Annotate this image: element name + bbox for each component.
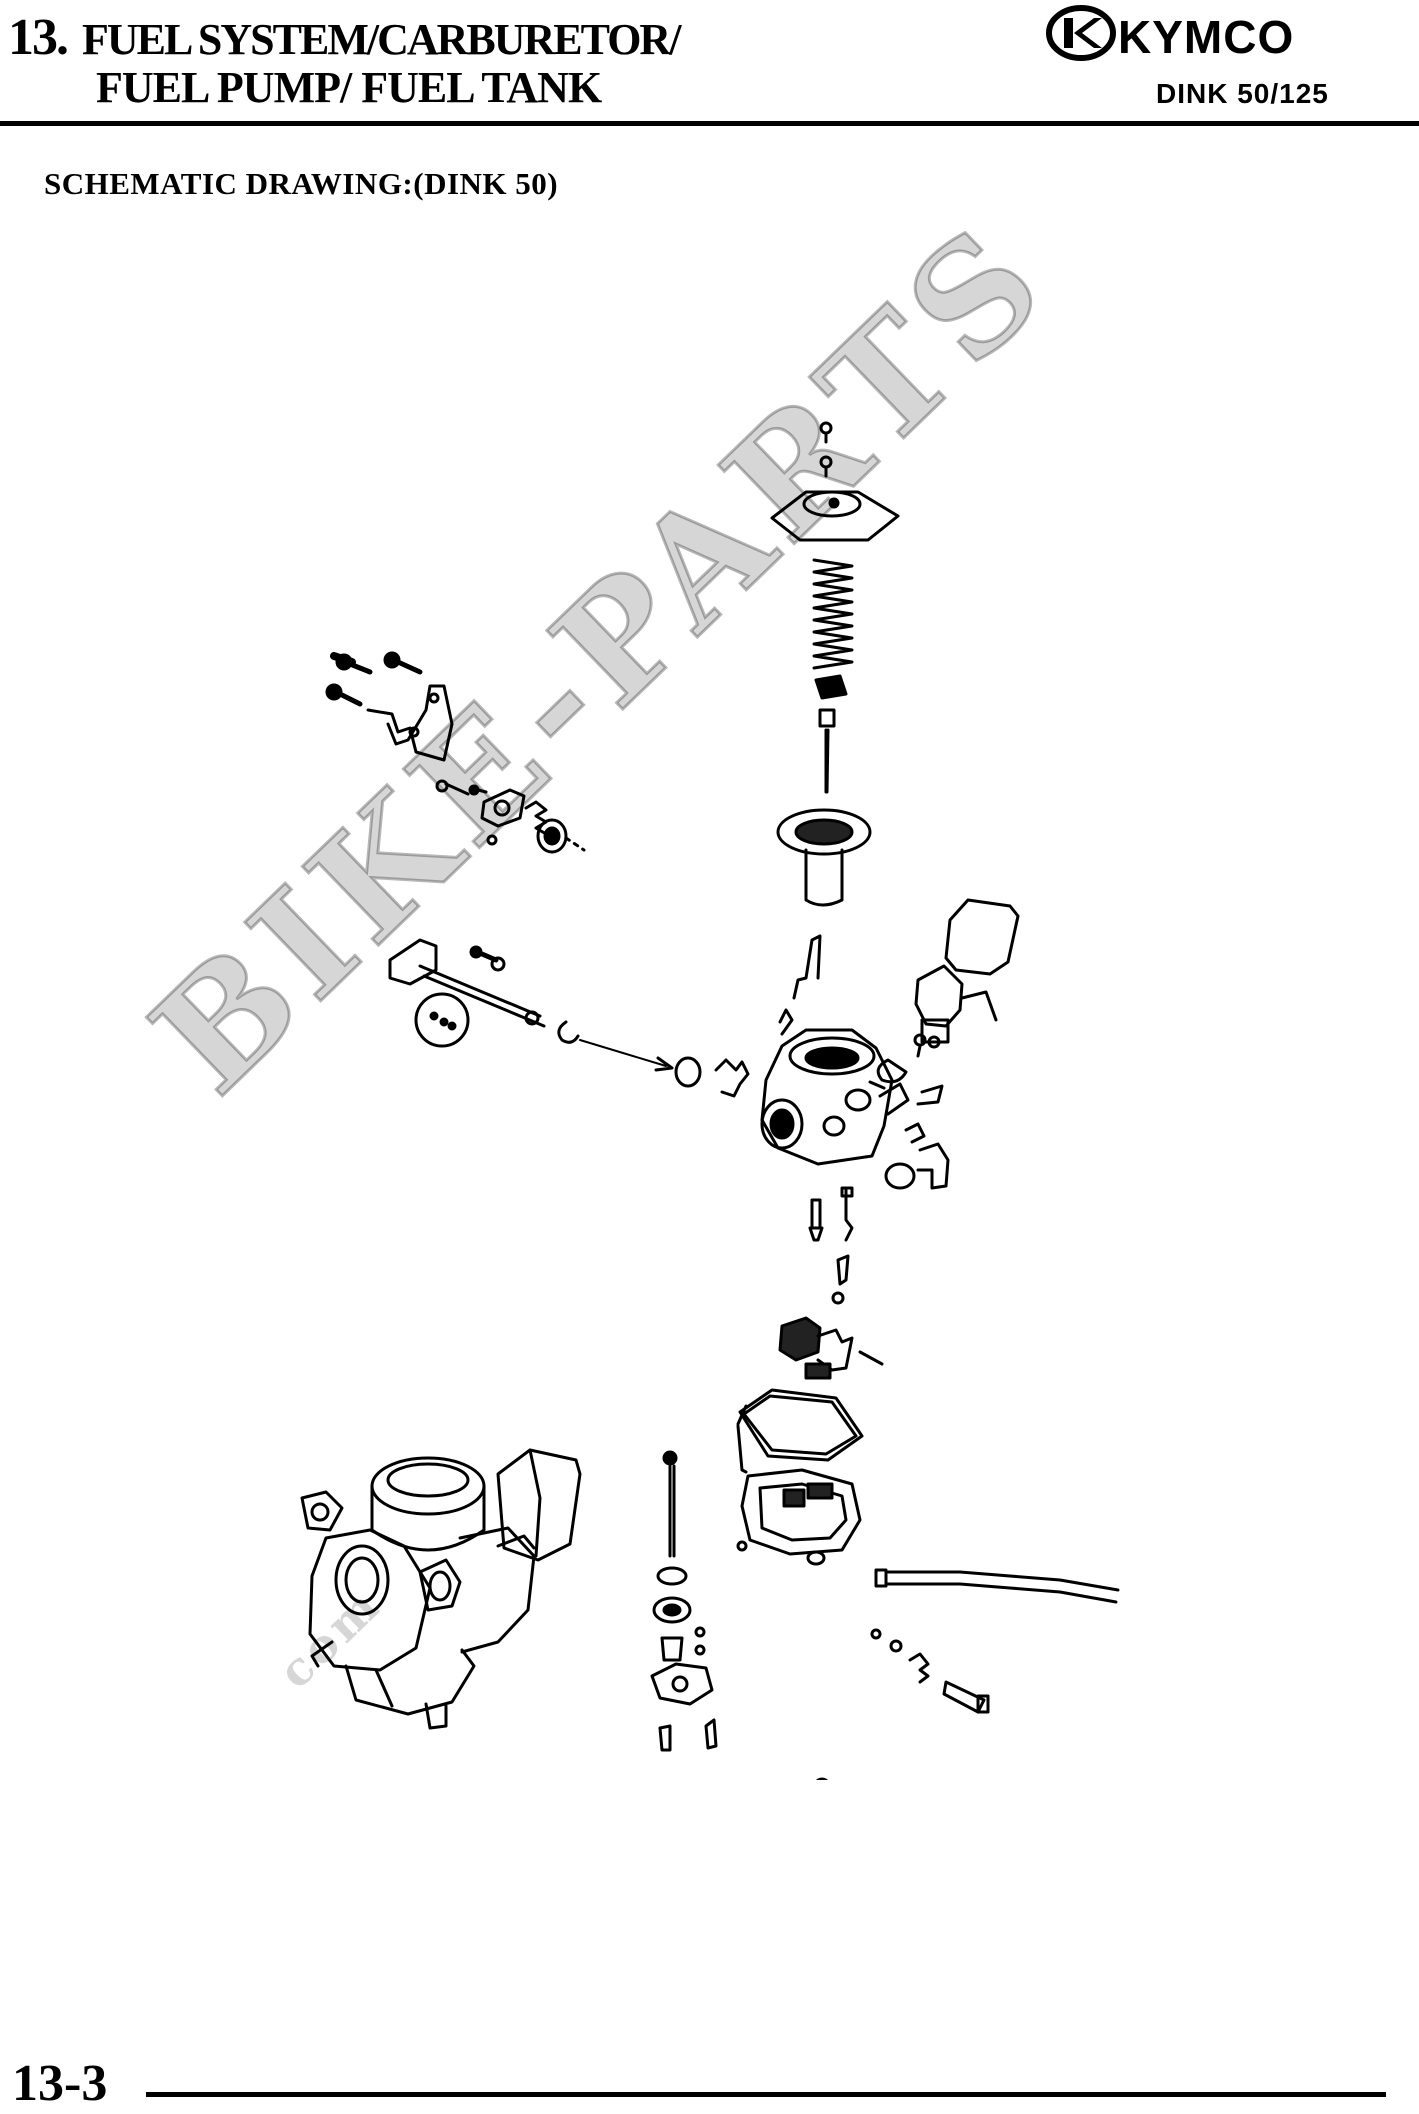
page-header: 13. FUEL SYSTEM/CARBURETOR/ FUEL PUMP/ F… [0,0,1419,130]
page-number: 13-3 [12,2055,108,2112]
header-rule [0,121,1419,126]
float-bowl-icon [736,1388,864,1566]
diaphragm-slide-icon [776,808,872,907]
kymco-logo-icon [1046,5,1116,61]
fuel-hose-icon [874,1568,1120,1604]
throttle-shaft-group [388,938,674,1072]
needle-icon [814,674,848,794]
section-title: SCHEMATIC DRAWING:(DINK 50) [44,166,559,201]
jet-icon [808,1186,854,1305]
choke-bracket-group [325,651,586,854]
carburetor-assembly [300,1448,582,1730]
drain-screw-icon [870,1628,990,1714]
screw-icon [819,421,833,478]
carburetor-body-icon [674,934,950,1190]
auto-choke-icon [868,898,1020,1090]
kymco-logo: KYMCO [1046,4,1386,64]
brand-name: KYMCO [1118,11,1295,63]
chapter-title-line-2: FUEL PUMP/ FUEL TANK [96,63,602,112]
model-label: DINK 50/125 [1156,78,1329,109]
fuel-pump-group [650,1450,718,1752]
spring-icon [812,558,854,670]
carburetor-exploded-view [300,421,1120,1780]
float-icon [778,1316,884,1380]
chapter-number: 13. [8,9,69,66]
carburetor-cap-icon [770,490,900,542]
footer-rule [146,2092,1386,2097]
screw-icon [815,1777,829,1780]
chapter-title-line-1: FUEL SYSTEM/CARBURETOR/ [82,15,681,64]
